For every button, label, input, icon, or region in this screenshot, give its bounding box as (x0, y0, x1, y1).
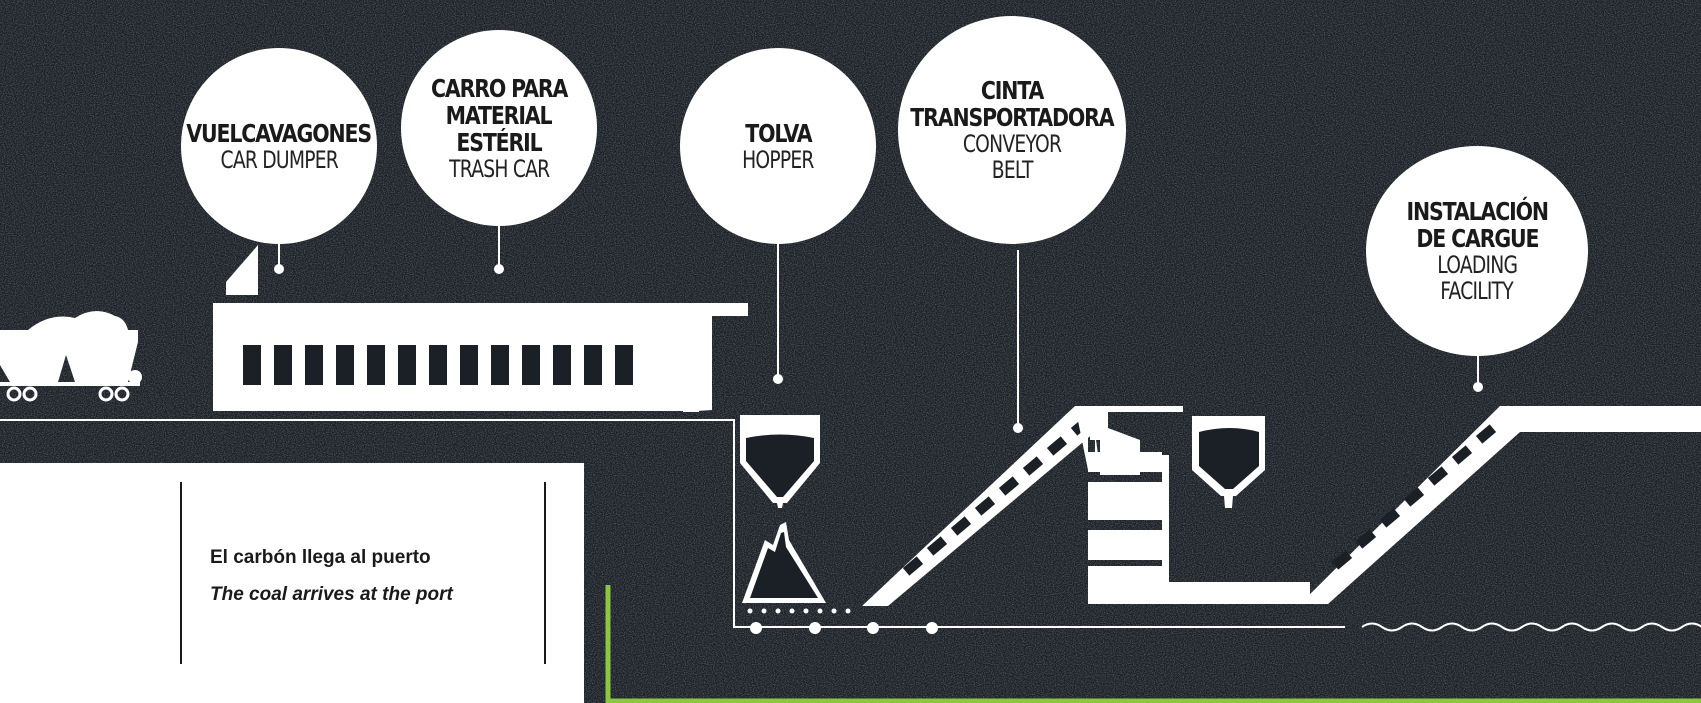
hopper-dots (747, 608, 851, 614)
hopper-label-es: TOLVA (744, 118, 812, 148)
loading-label-en-2: FACILITY (1440, 277, 1514, 305)
conveyor-belt-2 (1300, 406, 1701, 604)
car-dumper-label-es: VUELCAVAGONES (186, 118, 373, 148)
trash-car-label-es-1: CARRO PARA (430, 73, 568, 103)
hopper-bubble: TOLVA HOPPER (680, 48, 876, 244)
hopper-unit (740, 415, 826, 603)
ground-nodes (750, 622, 938, 634)
rail-line (0, 419, 1345, 628)
conveyor-label-es-2: TRANSPORTADORA (910, 103, 1114, 132)
caption-panel (0, 463, 584, 703)
trash-car-label-es-3: ESTÉRIL (456, 127, 542, 157)
loading-facility-bubble: INSTALACIÓN DE CARGUE LOADING FACILITY (1366, 146, 1588, 356)
car-dumper-label-en: CAR DUMPER (220, 145, 338, 174)
secondary-hopper (1192, 416, 1265, 508)
green-accent-line (605, 585, 1701, 703)
conveyor-label-en-1: CONVEYOR (962, 130, 1062, 158)
transfer-house (1075, 406, 1310, 604)
caption-divider-left (180, 482, 182, 664)
caption-english: The coal arrives at the port (210, 584, 453, 605)
caption-spanish: El carbón llega al puerto (210, 547, 431, 568)
caption-divider-right (544, 482, 546, 664)
conveyor-label-en-2: BELT (991, 156, 1034, 184)
conveyor-label-es-1: CINTA (980, 76, 1045, 105)
trash-car-label-en: TRASH CAR (448, 154, 550, 183)
loading-label-en-1: LOADING (1437, 251, 1518, 279)
coal-wagon (0, 310, 142, 402)
water-line (1361, 622, 1701, 632)
loading-label-es-2: DE CARGUE (1415, 224, 1539, 253)
trash-car-label-es-2: MATERIAL (446, 100, 553, 130)
car-dumper-building (213, 245, 748, 412)
hopper-label-en: HOPPER (742, 145, 814, 174)
trash-car-bubble: CARRO PARA MATERIAL ESTÉRIL TRASH CAR (401, 30, 597, 226)
car-dumper-bubble: VUELCAVAGONES CAR DUMPER (181, 48, 377, 244)
conveyor-belt-1 (862, 406, 1095, 606)
conveyor-belt-bubble: CINTA TRANSPORTADORA CONVEYOR BELT (898, 16, 1126, 244)
loading-label-es-1: INSTALACIÓN (1406, 197, 1549, 226)
